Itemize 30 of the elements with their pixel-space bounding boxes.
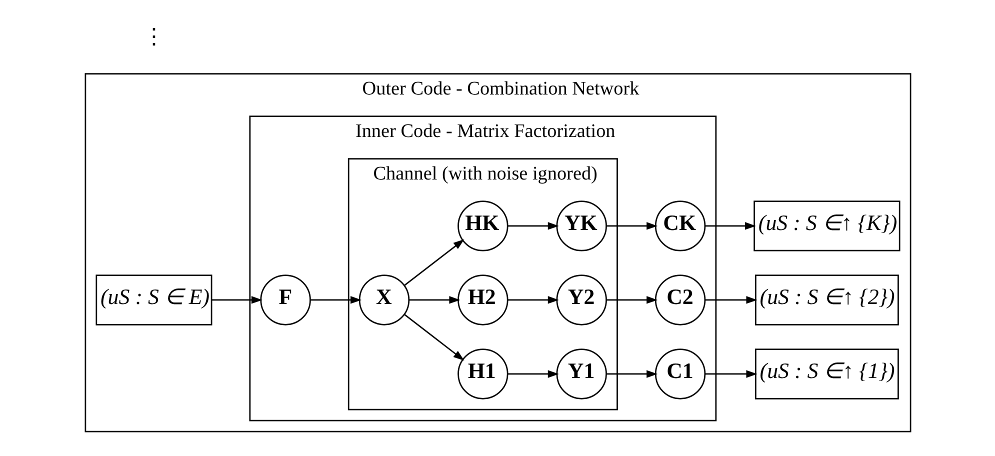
node-circle: H2 [457,274,508,326]
arrow [704,296,757,304]
arrow [310,296,361,304]
arrow [508,370,558,378]
label: ⋮ [142,23,165,48]
arrow [704,222,756,230]
node-box: (uS : S ∈ E) [95,274,212,326]
arrow [508,296,558,304]
node-box: (uS : S ∈↑ {1}) [754,348,898,400]
arrow [606,222,658,230]
arrow [408,296,460,304]
arrow [606,370,658,378]
arrow [211,296,262,304]
node-box: (uS : S ∈↑ {K}) [753,200,900,252]
arrow [404,239,464,286]
node-circle: C2 [654,274,706,326]
node-circle: F [260,274,310,326]
node-circle: C1 [654,348,706,400]
node-circle: CK [654,200,706,252]
arrow [508,222,558,230]
node-box: (uS : S ∈↑ {2}) [754,274,898,326]
node-circle: H1 [457,348,508,400]
node-circle: HK [457,200,508,252]
arrow [704,370,757,378]
arrow [404,314,464,361]
arrow [606,296,658,304]
node-circle: X [358,274,410,326]
node-circle: Y1 [556,348,606,400]
node-circle: Y2 [556,274,606,326]
node-circle: YK [556,200,606,252]
